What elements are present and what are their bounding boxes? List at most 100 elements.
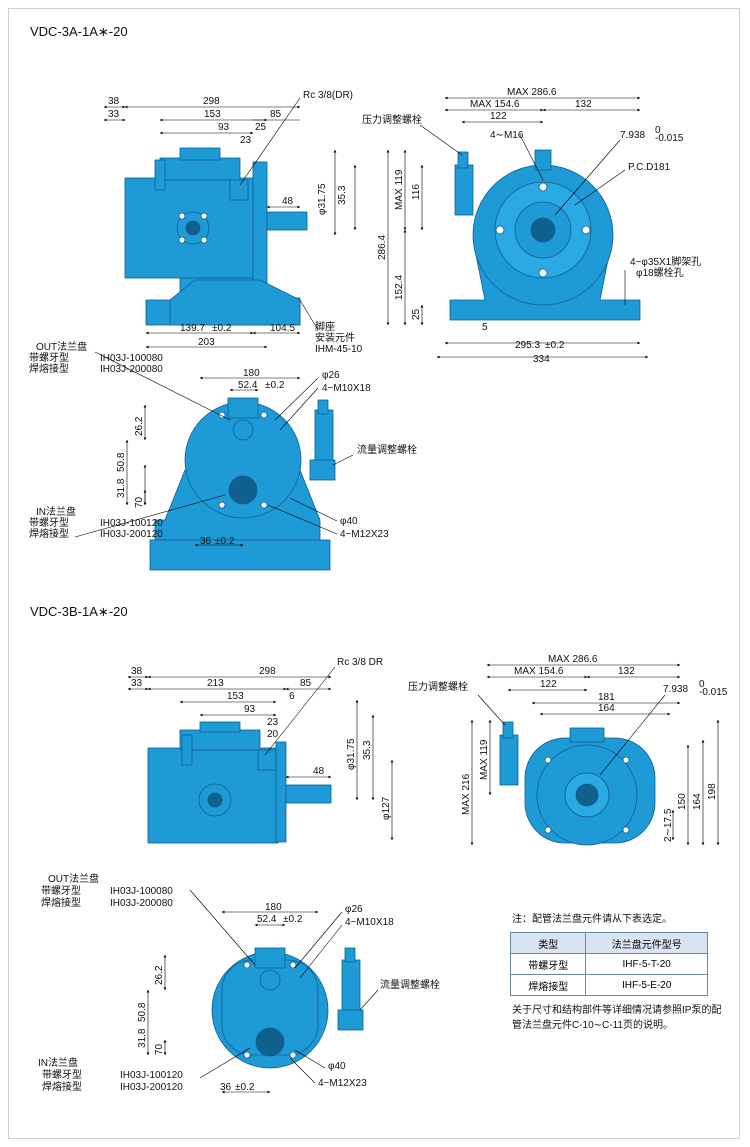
shaft-3a	[266, 211, 308, 231]
svg-text:139.7: 139.7	[180, 323, 205, 334]
svg-text:25: 25	[255, 122, 267, 133]
table-cell: 带螺牙型	[509, 953, 587, 975]
svg-text:流量调整螺栓: 流量调整螺栓	[380, 978, 440, 991]
svg-text:±0.2: ±0.2	[283, 914, 303, 925]
svg-text:298: 298	[203, 96, 220, 107]
svg-text:31.8: 31.8	[116, 478, 127, 498]
svg-text:20: 20	[267, 729, 279, 740]
svg-text:116: 116	[411, 184, 422, 200]
svg-text:5: 5	[482, 322, 488, 333]
svg-text:IH03J-200080: IH03J-200080	[110, 898, 173, 909]
svg-text:23: 23	[267, 717, 279, 728]
svg-text:4∼M16: 4∼M16	[490, 130, 524, 141]
svg-text:IH03J-100080: IH03J-100080	[110, 886, 173, 897]
svg-text:φ31.75: φ31.75	[346, 738, 357, 770]
svg-text:295.3: 295.3	[515, 340, 540, 351]
side-dims-3b	[127, 666, 394, 841]
svg-text:MAX 119: MAX 119	[479, 739, 490, 780]
svg-text:213: 213	[207, 678, 224, 689]
svg-text:35.3: 35.3	[362, 740, 373, 760]
flange-view-3b	[211, 947, 364, 1069]
svg-text:4−M12X23: 4−M12X23	[340, 529, 389, 540]
svg-text:203: 203	[198, 337, 215, 348]
svg-text:MAX 216: MAX 216	[461, 773, 472, 815]
flange-texts-3b: OUT法兰盘 带螺牙型 IH03J-100080 焊熔接型 IH03J-2000…	[38, 872, 440, 1093]
svg-text:焊熔接型: 焊熔接型	[41, 896, 81, 909]
svg-text:压力调整螺栓: 压力调整螺栓	[362, 113, 422, 126]
svg-text:带螺牙型: 带螺牙型	[29, 351, 69, 364]
svg-text:IN法兰盘: IN法兰盘	[38, 1056, 78, 1069]
svg-text:0: 0	[699, 679, 705, 690]
svg-text:122: 122	[490, 111, 507, 122]
svg-text:P.C.D181: P.C.D181	[628, 162, 671, 173]
svg-text:4−φ35X1脚架孔: 4−φ35X1脚架孔	[630, 255, 701, 268]
svg-text:298: 298	[259, 666, 276, 677]
svg-text:φ26: φ26	[345, 904, 363, 915]
svg-text:164: 164	[598, 703, 615, 714]
svg-text:153: 153	[227, 691, 244, 702]
svg-text:132: 132	[618, 666, 635, 677]
svg-text:153: 153	[204, 109, 221, 120]
svg-text:6: 6	[289, 691, 295, 702]
svg-text:38: 38	[108, 96, 120, 107]
svg-text:35.3: 35.3	[337, 185, 348, 205]
svg-text:IN法兰盘: IN法兰盘	[36, 505, 76, 518]
mounting-bracket-3a	[252, 161, 268, 298]
svg-text:±0.2: ±0.2	[235, 1082, 255, 1093]
svg-text:36: 36	[220, 1082, 232, 1093]
svg-text:压力调整螺栓: 压力调整螺栓	[408, 680, 468, 693]
svg-text:φ18螺栓孔: φ18螺栓孔	[636, 266, 684, 279]
svg-text:Rc 3/8(DR): Rc 3/8(DR)	[303, 90, 353, 101]
svg-text:±0.2: ±0.2	[265, 380, 285, 391]
flange-dims-3b	[146, 889, 379, 1094]
svg-text:164: 164	[692, 793, 703, 810]
svg-text:MAX 154.6: MAX 154.6	[470, 99, 520, 110]
svg-text:26.2: 26.2	[134, 416, 145, 436]
table-cell: IHF-5-T-20	[585, 953, 708, 975]
svg-text:IH03J-200080: IH03J-200080	[100, 364, 163, 375]
svg-text:焊熔接型: 焊熔接型	[42, 1080, 82, 1093]
front-dims-3b	[470, 663, 720, 846]
svg-text:MAX 286.6: MAX 286.6	[548, 654, 598, 665]
svg-text:OUT法兰盘: OUT法兰盘	[48, 872, 99, 885]
svg-text:4−M10X18: 4−M10X18	[322, 383, 371, 394]
svg-text:198: 198	[707, 783, 718, 800]
model-title-3a: VDC-3A-1A∗-20	[30, 24, 128, 39]
svg-text:180: 180	[265, 902, 282, 913]
front-view-3a	[449, 149, 641, 321]
svg-text:7.938: 7.938	[620, 130, 645, 141]
footer-note-line1: 关于尺寸和结构部件等详细情况请参照IP泵的配	[512, 1005, 722, 1016]
svg-text:36: 36	[200, 536, 212, 547]
svg-text:φ40: φ40	[328, 1061, 346, 1072]
svg-text:OUT法兰盘: OUT法兰盘	[36, 340, 87, 353]
svg-text:70: 70	[134, 496, 145, 508]
pressure-adjust-screw-3a	[454, 164, 474, 216]
shaft-3b	[285, 784, 332, 804]
svg-text:181: 181	[598, 692, 615, 703]
svg-text:334: 334	[533, 354, 550, 365]
svg-text:150: 150	[677, 793, 688, 810]
svg-text:52.4: 52.4	[257, 914, 277, 925]
svg-text:流量调整螺栓: 流量调整螺栓	[357, 443, 417, 456]
svg-text:脚座: 脚座	[315, 320, 335, 333]
side-view-3a	[124, 147, 308, 326]
svg-text:带螺牙型: 带螺牙型	[41, 884, 81, 897]
svg-text:50.8: 50.8	[137, 1002, 148, 1022]
svg-text:4−M12X23: 4−M12X23	[318, 1078, 367, 1089]
svg-text:IH03J-100120: IH03J-100120	[100, 518, 163, 529]
svg-text:-0.015: -0.015	[699, 687, 728, 698]
flange-dims-3a	[74, 351, 354, 547]
svg-text:48: 48	[282, 196, 294, 207]
pressure-adjust-screw-3b	[499, 734, 519, 786]
svg-text:2∼17.5: 2∼17.5	[663, 808, 674, 842]
side-texts-3b: 38 33 298 213 85 153 6 93 23 20 48 Rc 3/…	[131, 657, 392, 820]
flange-part-table: 类型 法兰盘元件型号 带螺牙型 IHF-5-T-20 焊熔接型 IHF-5-E-…	[509, 932, 708, 996]
svg-text:焊熔接型: 焊熔接型	[29, 527, 69, 540]
table-row: 带螺牙型 IHF-5-T-20	[509, 953, 708, 975]
table-intro-note: 注：配管法兰盘元件请从下表选定。	[512, 914, 672, 925]
svg-text:0: 0	[655, 125, 661, 136]
svg-text:85: 85	[270, 109, 282, 120]
model-title-3b: VDC-3B-1A∗-20	[30, 604, 128, 619]
footer-note-line2: 管法兰盘元件C-10∼C-11页的说明。	[512, 1020, 673, 1031]
